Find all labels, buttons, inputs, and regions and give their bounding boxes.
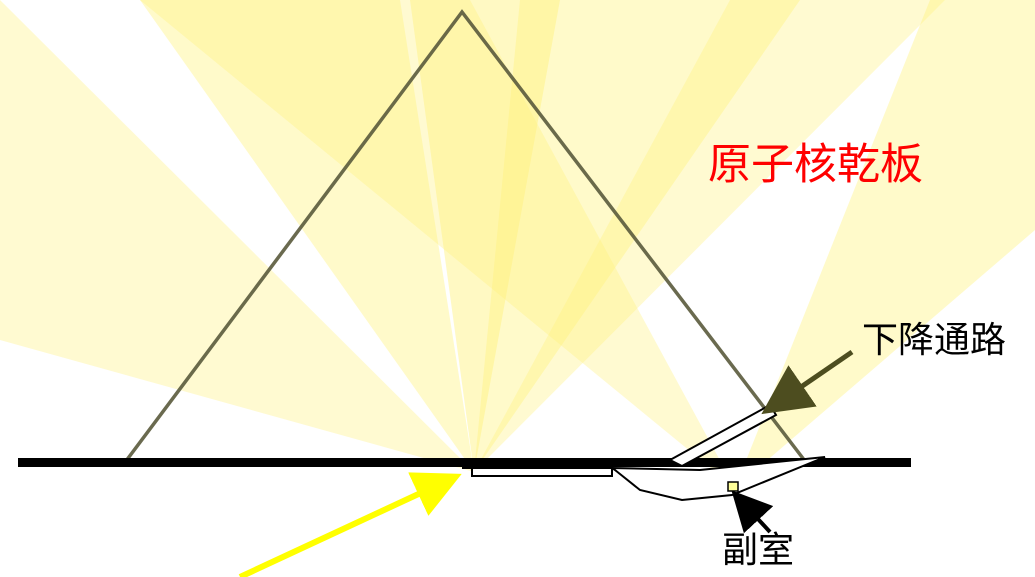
detection-cone-center xyxy=(410,0,560,472)
emulsion-plate-label: 原子核乾板 xyxy=(708,140,923,190)
detection-cone-right-wide xyxy=(474,0,945,472)
detector-arrow xyxy=(238,472,462,577)
ground-line xyxy=(18,458,911,467)
pyramid-outline xyxy=(124,9,807,463)
detection-cone-left-wide xyxy=(0,0,474,472)
detection-cone-right-mid xyxy=(474,0,800,472)
chamber-cone-left xyxy=(140,0,735,488)
subterranean-chamber-box xyxy=(727,481,739,492)
detection-cone-left-mid xyxy=(140,0,474,472)
subterranean-chamber-label: 副室 xyxy=(722,530,795,571)
descending-passage-label: 下降通路 xyxy=(862,320,1007,361)
chamber-arrow xyxy=(731,490,774,534)
descending-passage-arrow xyxy=(761,349,854,415)
chamber-shaft xyxy=(462,467,613,477)
subterranean-chamber-structure xyxy=(608,456,826,502)
descending-passage xyxy=(667,403,778,468)
